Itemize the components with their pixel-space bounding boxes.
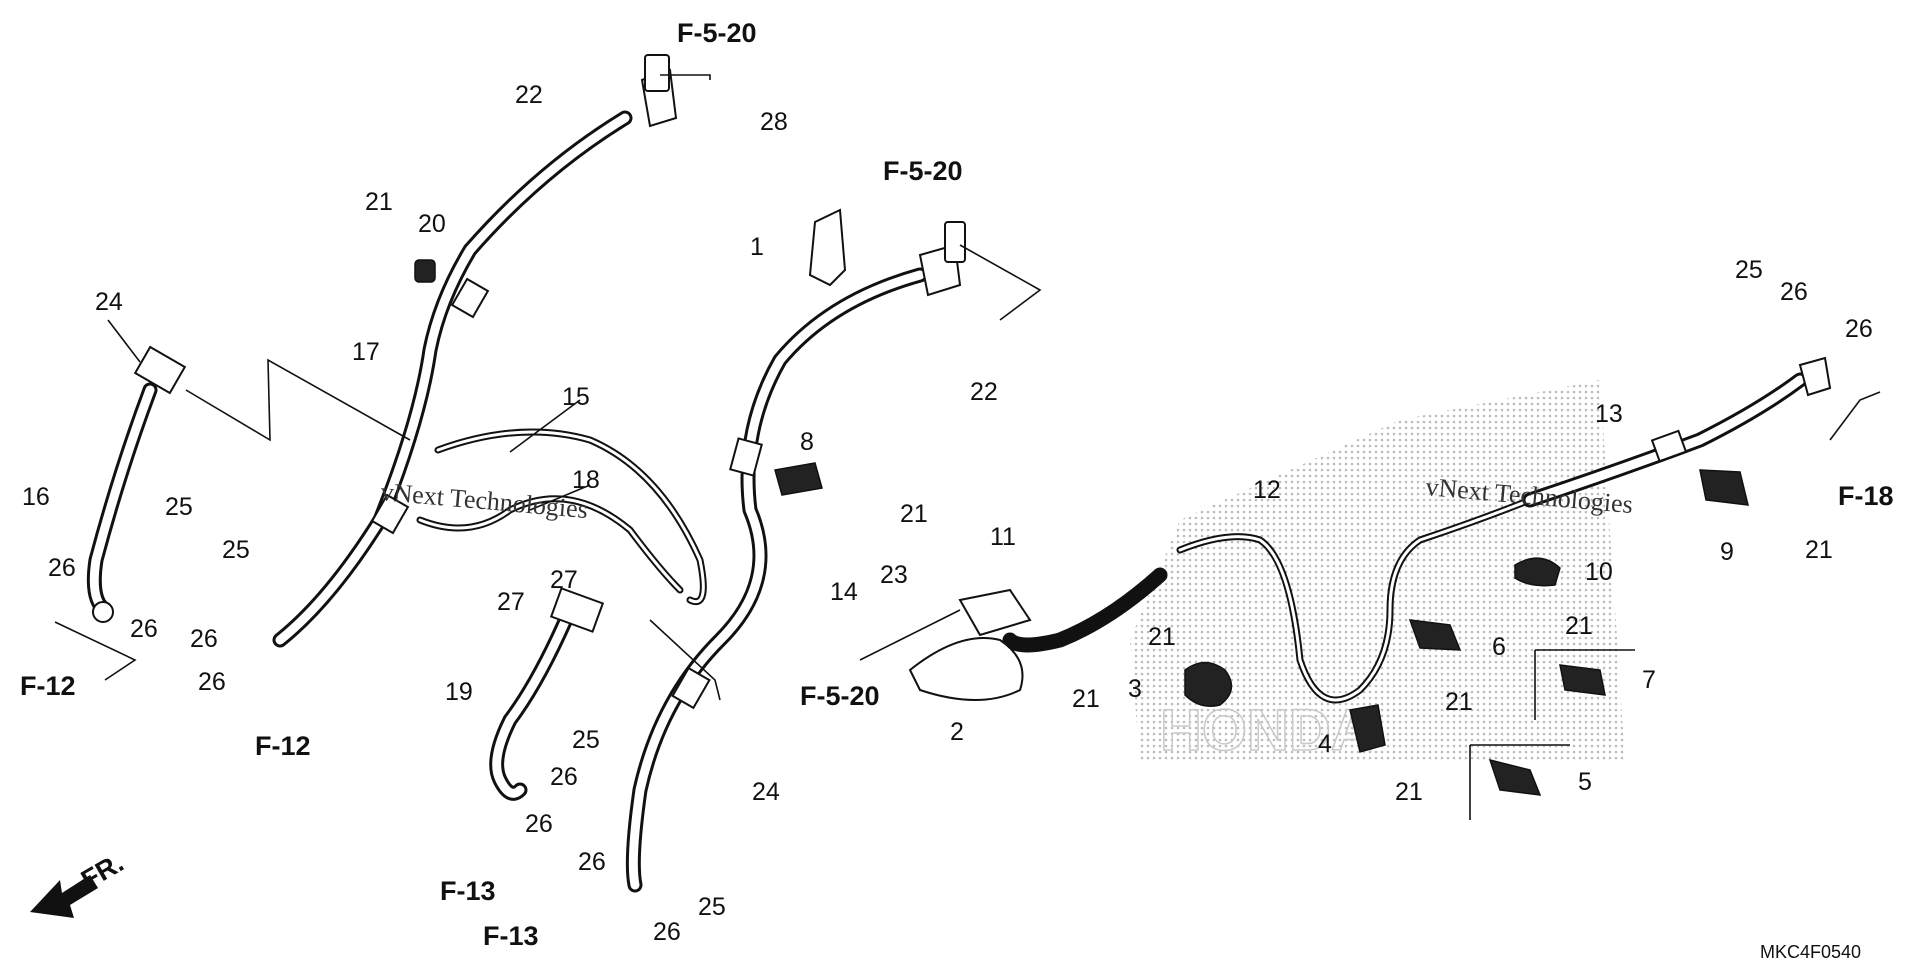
ref-f-13-b: F-13 (483, 921, 539, 951)
part-label-21-a: 21 (365, 188, 393, 216)
part-label-26-e: 26 (550, 763, 578, 791)
ref-f-12-left: F-12 (20, 671, 76, 701)
part-label-14: 14 (830, 578, 858, 606)
part-label-26-f: 26 (525, 810, 553, 838)
part-label-15: 15 (562, 383, 590, 411)
part-label-21-b: 21 (900, 500, 928, 528)
part-label-8: 8 (800, 428, 814, 456)
clamp-10 (1514, 557, 1561, 587)
part-label-26-i: 26 (1780, 278, 1808, 306)
part-label-26-j: 26 (1845, 315, 1873, 343)
bracket-11 (958, 588, 1032, 637)
part-label-4: 4 (1318, 730, 1332, 758)
part-label-27-b: 27 (550, 566, 578, 594)
part-label-16: 16 (22, 483, 50, 511)
grommet-20 (414, 259, 436, 283)
part-label-17: 17 (352, 338, 380, 366)
ref-f-5-20-top: F-5-20 (677, 18, 757, 48)
part-label-24-a: 24 (95, 288, 123, 316)
part-label-9: 9 (1720, 538, 1734, 566)
part-label-25-b: 25 (222, 536, 250, 564)
part-label-7: 7 (1642, 666, 1656, 694)
clamp-8 (774, 462, 823, 496)
bracket-2 (908, 637, 1024, 701)
part-label-24-b: 24 (752, 778, 780, 806)
part-label-25-c: 25 (572, 726, 600, 754)
clamp-6 (1408, 619, 1462, 651)
part-label-25-d: 25 (698, 893, 726, 921)
part-label-21-d: 21 (1148, 623, 1176, 651)
part-label-10: 10 (1585, 558, 1613, 586)
part-label-26-d: 26 (198, 668, 226, 696)
ref-f-13-a: F-13 (440, 876, 496, 906)
part-label-19: 19 (445, 678, 473, 706)
clamp-3 (1184, 661, 1233, 707)
part-label-22-b: 22 (970, 378, 998, 406)
part-label-2: 2 (950, 718, 964, 746)
part-label-27-a: 27 (497, 588, 525, 616)
ref-f-18: F-18 (1838, 481, 1894, 511)
part-label-26-a: 26 (48, 554, 76, 582)
bracket-1 (808, 208, 847, 287)
part-label-21-f: 21 (1395, 778, 1423, 806)
part-label-25-e: 25 (1735, 256, 1763, 284)
part-label-20: 20 (418, 210, 446, 238)
part-label-11: 11 (990, 523, 1016, 551)
watermark-text-left: vNext Technologies (379, 477, 589, 524)
part-label-18: 18 (572, 466, 600, 494)
part-label-26-b: 26 (130, 615, 158, 643)
ref-f-12-mid: F-12 (255, 731, 311, 761)
ref-f-5-20-mid: F-5-20 (883, 156, 963, 186)
part-label-6: 6 (1492, 633, 1506, 661)
clamp-5 (1488, 758, 1542, 796)
clamp-7 (1559, 664, 1606, 696)
part-label-12: 12 (1253, 476, 1281, 504)
part-label-22-a: 22 (515, 81, 543, 109)
part-label-25-a: 25 (165, 493, 193, 521)
part-label-26-h: 26 (653, 918, 681, 946)
part-label-23: 23 (880, 561, 908, 589)
part-label-28: 28 (760, 108, 788, 136)
part-label-5: 5 (1578, 768, 1592, 796)
part-label-21-c: 21 (1072, 685, 1100, 713)
part-label-13: 13 (1595, 400, 1623, 428)
watermark-logo: HONDA (1160, 698, 1373, 763)
front-arrow-icon (30, 875, 98, 918)
part-label-26-c: 26 (190, 625, 218, 653)
part-label-26-g: 26 (578, 848, 606, 876)
clamp-9 (1699, 469, 1749, 506)
drawing-code: MKC4F0540 (1760, 942, 1861, 960)
part-label-21-h: 21 (1805, 536, 1833, 564)
ref-f-5-20-low: F-5-20 (800, 681, 880, 711)
part-label-21-g: 21 (1565, 612, 1593, 640)
part-label-1: 1 (750, 233, 764, 261)
clamp-4 (1349, 704, 1386, 753)
part-label-21-e: 21 (1445, 688, 1473, 716)
part-label-3: 3 (1128, 675, 1142, 703)
watermark-shading (1130, 380, 1625, 762)
